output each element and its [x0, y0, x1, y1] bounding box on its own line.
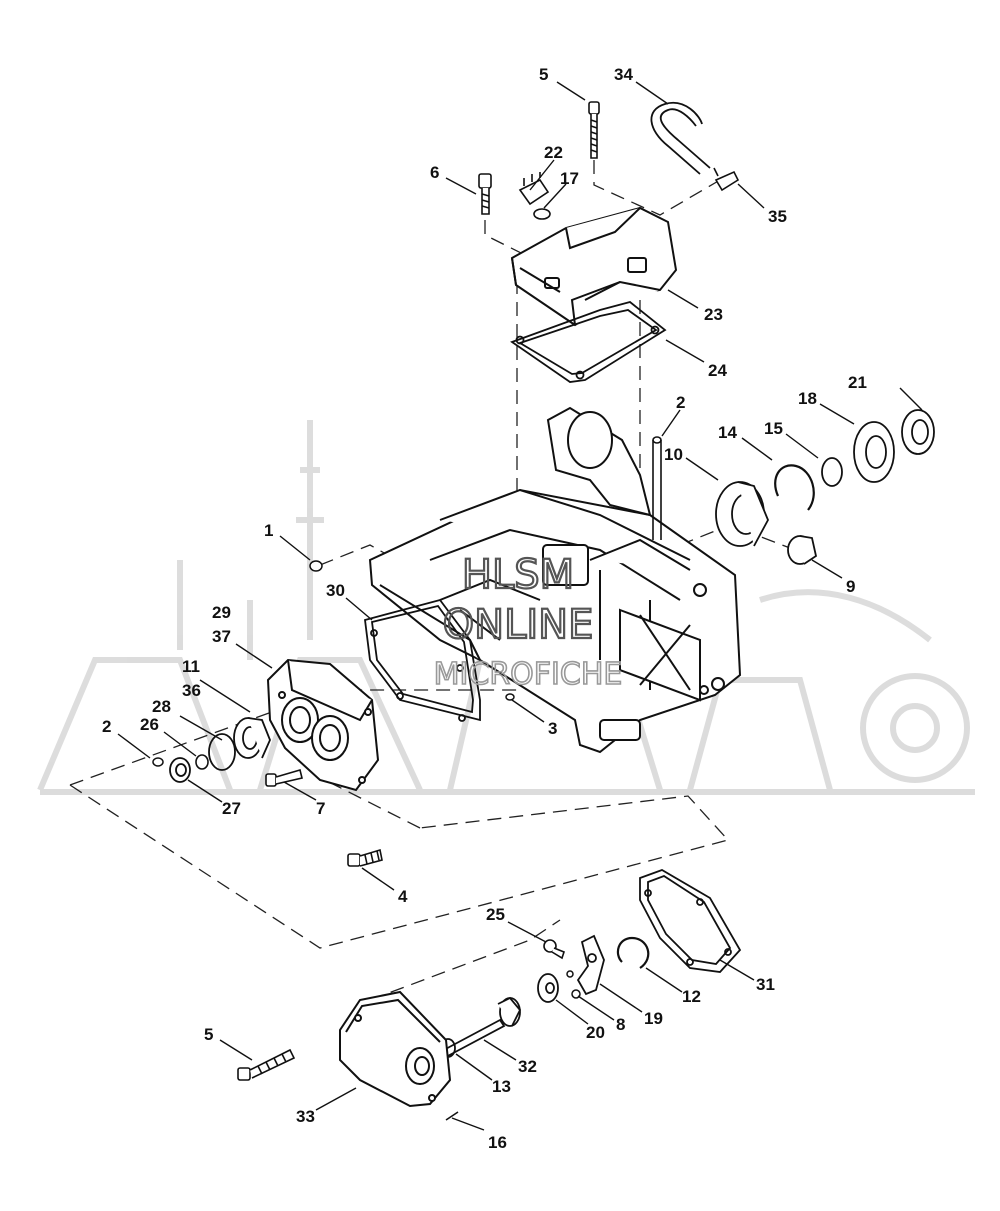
- dowel-part-2-left: [152, 757, 164, 767]
- callout-24: 24: [708, 361, 727, 380]
- screw-part-3: [505, 693, 515, 701]
- seal-part-18: [853, 421, 895, 483]
- bolt-part-6: [478, 173, 492, 215]
- callout-14: 14: [718, 423, 737, 442]
- washer-part-26: [195, 754, 209, 770]
- seal-part-27: [169, 757, 191, 783]
- side-door-part-29: [266, 658, 380, 792]
- side-gasket-part-30: [364, 598, 481, 722]
- vent-part-16: [445, 1111, 459, 1121]
- leader-lines: [117, 81, 923, 1131]
- shift-shaft-part-32: [438, 996, 522, 1060]
- fitting-part-25: [543, 939, 565, 960]
- shifter-gasket-part-31: [639, 869, 742, 973]
- callout-labels: 5 34 22 17 6 35 23 24 2 21 18 14 15 10 1…: [102, 65, 867, 1152]
- callout-1: 1: [264, 521, 273, 540]
- top-gasket-part-24: [510, 301, 667, 383]
- callout-34: 34: [614, 65, 633, 84]
- callout-4: 4: [398, 887, 408, 906]
- callout-17: 17: [560, 169, 579, 188]
- callout-9: 9: [846, 577, 855, 596]
- callout-12: 12: [682, 987, 701, 1006]
- watermark-line-1: HLSM: [462, 552, 574, 598]
- bolt-part-7: [265, 768, 303, 787]
- bolt-part-4: [347, 848, 383, 867]
- callout-13: 13: [492, 1077, 511, 1096]
- callout-16: 16: [488, 1133, 507, 1152]
- callout-31: 31: [756, 975, 775, 994]
- retaining-ring-part-12: [616, 936, 650, 969]
- callout-26: 26: [140, 715, 159, 734]
- dowel-part-1: [309, 560, 323, 572]
- ring-part-28: [208, 733, 236, 771]
- callout-22: 22: [544, 143, 563, 162]
- callout-37: 37: [212, 627, 231, 646]
- bolt-part-5-bottom: [237, 1048, 296, 1081]
- callout-36: 36: [182, 681, 201, 700]
- switch-part-22: [518, 172, 550, 206]
- bearing-part-36: [233, 717, 271, 759]
- background-logo-watermark: [37, 420, 975, 795]
- callout-33: 33: [296, 1107, 315, 1126]
- callout-21: 21: [848, 373, 867, 392]
- washer-part-8: [566, 970, 581, 999]
- dowel-part-2-top: [652, 436, 662, 540]
- callout-28: 28: [152, 697, 171, 716]
- plate-part-20: [537, 973, 559, 1003]
- callout-19: 19: [644, 1009, 663, 1028]
- watermark-line-2: ONLINE: [443, 602, 594, 648]
- callout-20: 20: [586, 1023, 605, 1042]
- vent-hose-part-34: [650, 101, 711, 175]
- callout-5-bottom: 5: [204, 1025, 213, 1044]
- o-ring-part-17: [533, 208, 551, 220]
- callout-5-top: 5: [539, 65, 548, 84]
- callout-2-top: 2: [676, 393, 685, 412]
- elbow-fitting-part-35: [713, 167, 740, 192]
- o-ring-part-15: [821, 457, 843, 487]
- watermark-line-3: MICROFICHE: [434, 657, 623, 692]
- bearing-part-10: [715, 481, 769, 547]
- callout-3: 3: [548, 719, 557, 738]
- callout-23: 23: [704, 305, 723, 324]
- hlsm-watermark: HLSM ONLINE MICROFICHE: [433, 551, 623, 693]
- callout-30: 30: [326, 581, 345, 600]
- top-cover-part-23: [510, 206, 678, 327]
- callout-27: 27: [222, 799, 241, 818]
- shift-lever-part-19: [576, 934, 605, 996]
- callout-32: 32: [518, 1057, 537, 1076]
- callout-25: 25: [486, 905, 505, 924]
- callout-2-left: 2: [102, 717, 111, 736]
- callout-8: 8: [616, 1015, 625, 1034]
- retaining-ring-part-14: [774, 464, 815, 511]
- callout-10: 10: [664, 445, 683, 464]
- bolt-part-5-top: [588, 101, 600, 159]
- callout-11: 11: [182, 657, 200, 676]
- callout-15: 15: [764, 419, 783, 438]
- transmission-case: [368, 406, 742, 754]
- bushing-part-9: [787, 535, 818, 565]
- seal-part-21: [901, 409, 935, 455]
- callout-6: 6: [430, 163, 439, 182]
- shifter-cover-part-33: [339, 990, 452, 1108]
- callout-35: 35: [768, 207, 787, 226]
- callout-7: 7: [316, 799, 325, 818]
- callout-18: 18: [798, 389, 817, 408]
- callout-29: 29: [212, 603, 231, 622]
